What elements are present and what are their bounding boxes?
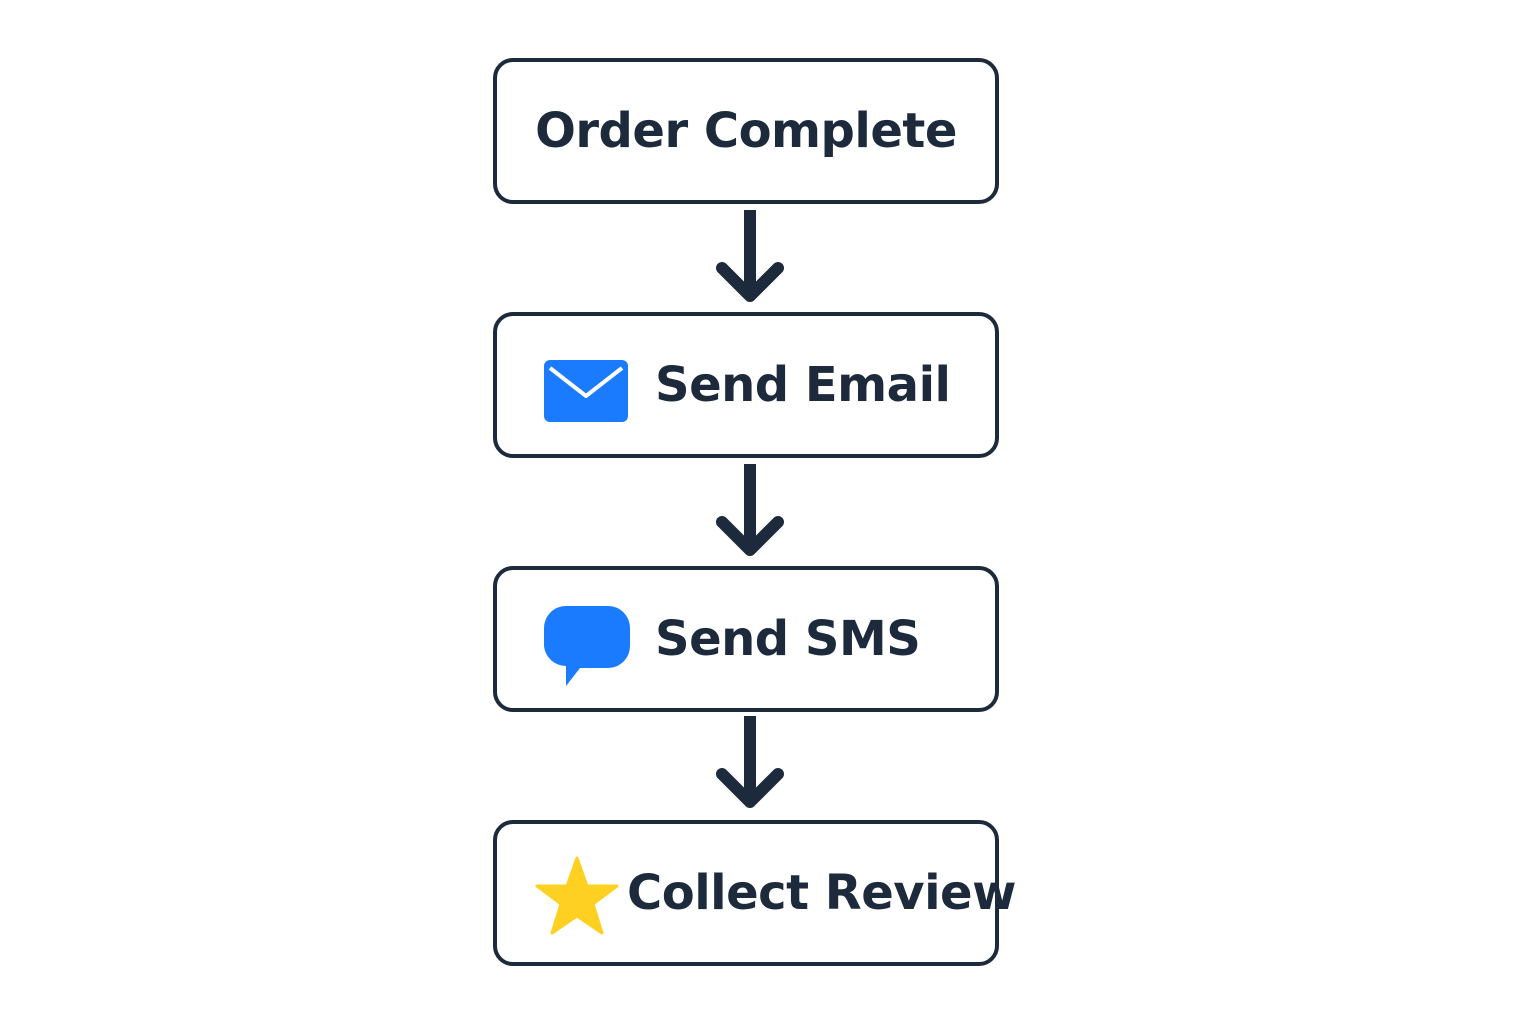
email-icon: [544, 360, 628, 422]
step-label-order-complete: Order Complete: [535, 103, 957, 159]
step-send-email: Send Email: [493, 312, 999, 458]
star-icon: [535, 856, 619, 935]
chat-bubble-icon: [544, 606, 630, 686]
step-label-collect-review: Collect Review: [627, 865, 1016, 921]
step-label-send-email: Send Email: [655, 357, 951, 413]
arrow-down-1: [716, 210, 784, 302]
step-send-sms: Send SMS: [493, 566, 999, 712]
step-collect-review: Collect Review: [493, 820, 1016, 966]
arrow-down-2: [716, 464, 784, 556]
arrow-down-3: [716, 716, 784, 808]
step-order-complete: Order Complete: [493, 58, 999, 204]
step-label-send-sms: Send SMS: [655, 611, 921, 667]
